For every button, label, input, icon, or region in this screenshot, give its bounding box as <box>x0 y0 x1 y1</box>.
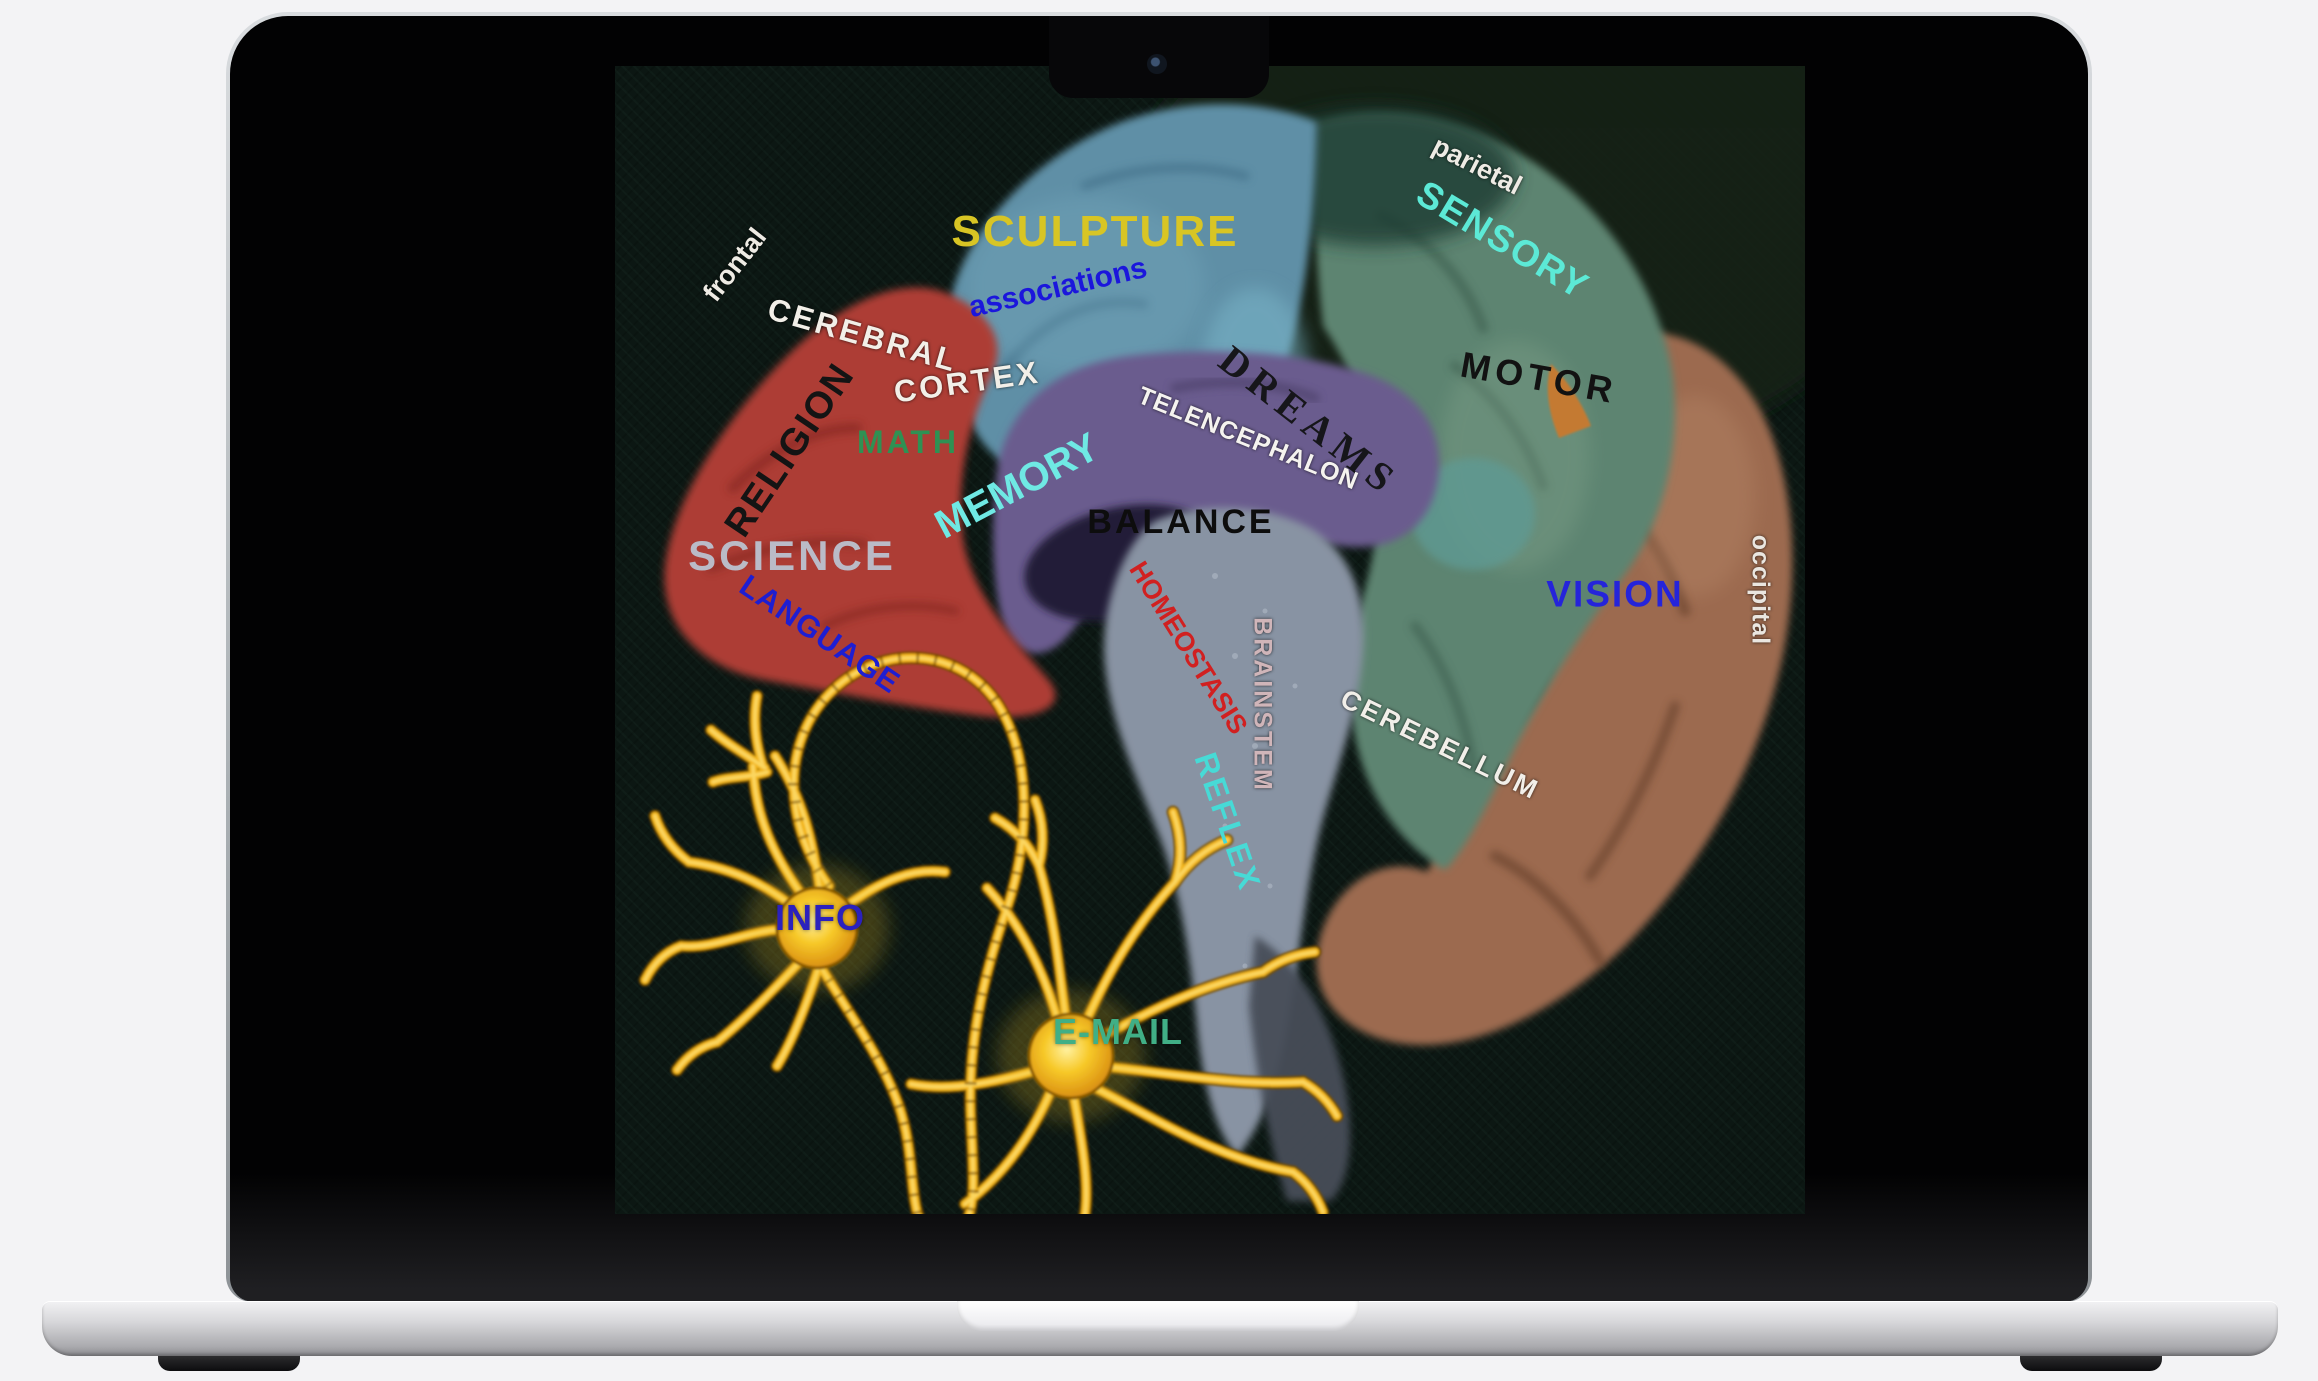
region-teal-patch <box>1411 458 1535 570</box>
label-balance[interactable]: BALANCE <box>1087 503 1275 541</box>
label-info-link[interactable]: INFO <box>775 897 865 938</box>
webcam-icon <box>1147 54 1167 74</box>
lid-opening-groove <box>957 1301 1359 1331</box>
label-email-link[interactable]: E-MAIL <box>1053 1011 1183 1052</box>
blue-highlight <box>965 196 1205 376</box>
info-neuron-soma[interactable] <box>775 886 859 970</box>
label-brainstem: BRAINSTEM <box>1248 617 1277 793</box>
email-neuron-soma[interactable] <box>1027 1012 1115 1100</box>
label-sculpture[interactable]: SCULPTURE <box>951 207 1239 256</box>
brain-diagram <box>615 66 1805 1214</box>
label-science[interactable]: SCIENCE <box>688 532 896 579</box>
region-brainstem[interactable] <box>1104 507 1364 1156</box>
label-math[interactable]: MATH <box>856 424 960 460</box>
neurons <box>645 658 1337 1214</box>
laptop-screen: frontal CEREBRAL CORTEX SCULPTURE associ… <box>230 16 2088 1302</box>
screen-notch <box>1049 16 1269 98</box>
laptop-lid: frontal CEREBRAL CORTEX SCULPTURE associ… <box>226 12 2092 1302</box>
neuron-beads <box>787 651 1031 1214</box>
brainstem-speckle <box>1212 573 1298 969</box>
spinal-cord-wedge <box>1249 936 1351 1201</box>
brain-map-image: frontal CEREBRAL CORTEX SCULPTURE associ… <box>615 66 1805 1214</box>
laptop-base <box>42 1301 2278 1356</box>
red-texture <box>706 422 960 631</box>
purple-texture <box>1170 377 1320 403</box>
label-occipital: occipital <box>1746 534 1775 646</box>
label-vision[interactable]: VISION <box>1546 573 1684 615</box>
region-orange-patch <box>1547 364 1591 438</box>
